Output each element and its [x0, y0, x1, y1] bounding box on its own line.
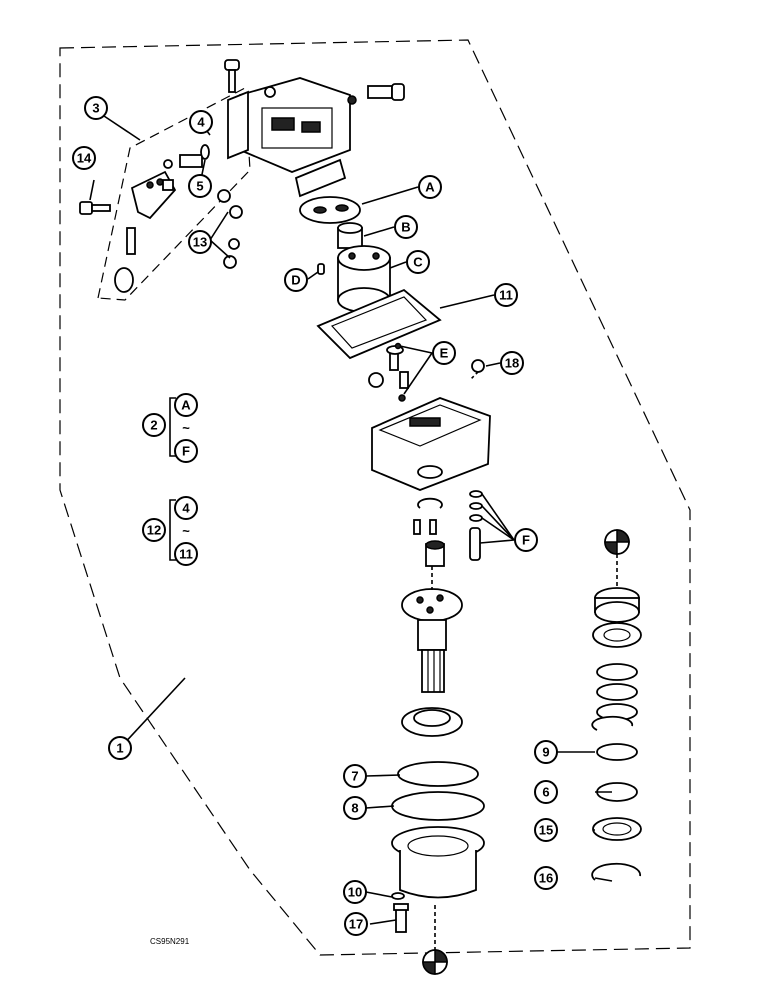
callout-11: 11	[494, 283, 518, 307]
callout-D: D	[284, 268, 308, 292]
figure-code: CS95N291	[150, 937, 190, 946]
svg-text:18: 18	[505, 356, 519, 371]
svg-text:F: F	[522, 533, 530, 548]
callout-16: 16	[534, 866, 558, 890]
spacer-9	[596, 743, 638, 761]
svg-text:10: 10	[348, 885, 362, 900]
alignment-target-bottom	[422, 905, 448, 975]
drive-shaft	[401, 588, 463, 693]
callout-9: 9	[534, 740, 558, 764]
callout-17: 17	[344, 912, 368, 936]
bolt-17	[393, 903, 409, 933]
svg-text:16: 16	[539, 871, 553, 886]
svg-text:4: 4	[197, 115, 205, 130]
callout-4: 4	[189, 110, 213, 134]
svg-text:3: 3	[92, 101, 99, 116]
svg-text:12: 12	[147, 523, 161, 538]
port-plate-A	[299, 196, 361, 224]
callout-B: B	[394, 215, 418, 239]
svg-text:C: C	[413, 255, 423, 270]
svg-text:13: 13	[193, 235, 207, 250]
lever-assembly	[114, 159, 177, 293]
svg-text:7: 7	[351, 769, 358, 784]
plug-18	[471, 359, 485, 373]
snap-ring-16	[591, 862, 642, 881]
bearing-B	[337, 222, 363, 249]
callout-1: 1	[108, 736, 132, 760]
alignment-target-right	[604, 529, 630, 586]
callout-F: F	[514, 528, 538, 552]
callout-E: E	[432, 341, 456, 365]
screw-top	[224, 59, 240, 93]
pin-D	[317, 263, 325, 275]
callout-A: A	[418, 175, 442, 199]
plug-right	[367, 83, 405, 101]
pump-housing	[371, 397, 491, 491]
shaft-bearing	[401, 707, 463, 737]
svg-text:11: 11	[499, 288, 513, 303]
callout-18: 18	[500, 351, 524, 375]
parts-E	[368, 342, 409, 402]
pad-plate	[294, 158, 347, 198]
spring-5	[179, 144, 210, 168]
callout-15: 15	[534, 818, 558, 842]
flange-housing	[391, 826, 485, 899]
parts-F	[413, 490, 483, 567]
svg-text:B: B	[401, 220, 410, 235]
svg-text:15: 15	[539, 823, 553, 838]
bolt-14	[79, 201, 111, 215]
gasket-11	[316, 288, 442, 360]
svg-text:~: ~	[182, 421, 190, 436]
svg-text:E: E	[440, 346, 449, 361]
svg-text:4: 4	[182, 501, 190, 516]
svg-text:6: 6	[542, 785, 549, 800]
svg-text:A: A	[425, 180, 435, 195]
svg-text:~: ~	[182, 524, 190, 539]
valve-body	[227, 77, 357, 173]
fittings-13	[217, 189, 243, 269]
svg-text:9: 9	[542, 745, 549, 760]
svg-text:1: 1	[116, 741, 123, 756]
bearing-cone	[592, 622, 642, 648]
callout-8: 8	[343, 796, 367, 820]
svg-text:17: 17	[349, 917, 363, 932]
callout-3: 3	[84, 96, 108, 120]
o-ring-7	[397, 761, 479, 787]
svg-text:14: 14	[77, 151, 92, 166]
callout-7: 7	[343, 764, 367, 788]
svg-text:F: F	[182, 444, 190, 459]
svg-text:5: 5	[196, 179, 203, 194]
callout-10: 10	[343, 880, 367, 904]
o-ring-8	[391, 791, 485, 821]
svg-text:2: 2	[150, 418, 157, 433]
cylinder-block-C	[337, 245, 391, 313]
svg-text:11: 11	[179, 547, 193, 562]
callout-6: 6	[534, 780, 558, 804]
bearing-cup	[594, 587, 640, 623]
ring-stack	[591, 663, 638, 731]
washer-10	[391, 892, 405, 900]
callout-5: 5	[188, 174, 212, 198]
svg-text:D: D	[291, 273, 300, 288]
svg-text:A: A	[181, 398, 191, 413]
kit-bracket-12: 12 4 ~ 11	[142, 496, 198, 566]
seal-15	[592, 817, 642, 841]
svg-text:8: 8	[351, 801, 358, 816]
callout-13: 13	[188, 230, 212, 254]
assembly-boundary	[59, 39, 691, 956]
callout-C: C	[406, 250, 430, 274]
callout-14: 14	[72, 146, 96, 170]
kit-bracket-2: 2 A ~ F	[142, 393, 198, 463]
